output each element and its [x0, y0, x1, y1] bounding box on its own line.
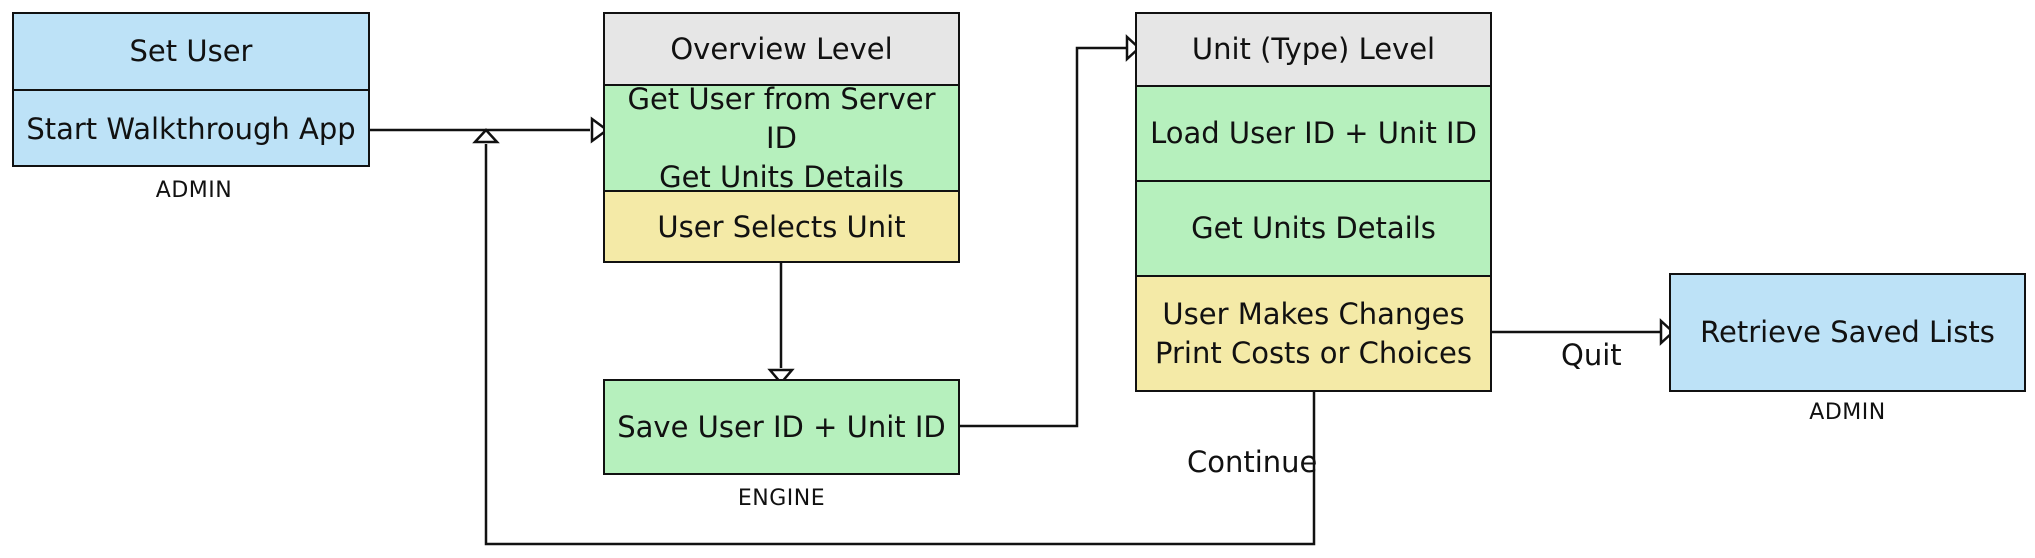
- arrow-save-to-unit: [959, 46, 1126, 428]
- user-changes-step: User Makes Changes Print Costs or Choice…: [1137, 277, 1490, 390]
- start-walkthrough-step: Start Walkthrough App: [14, 91, 368, 165]
- set-user-step: Set User: [14, 14, 368, 91]
- continue-label: Continue: [1187, 445, 1318, 479]
- overview-box: Overview Level Get User from Server ID G…: [603, 12, 960, 263]
- unit-level-header: Unit (Type) Level: [1137, 14, 1490, 87]
- admin-box: Set User Start Walkthrough App: [12, 12, 370, 167]
- retrieve-box: Retrieve Saved Lists: [1669, 273, 2026, 392]
- load-ids-step: Load User ID + Unit ID: [1137, 87, 1490, 182]
- get-user-step: Get User from Server ID Get Units Detail…: [605, 82, 958, 194]
- save-ids-step: Save User ID + Unit ID: [605, 381, 958, 473]
- get-units-details-step: Get Units Details: [1137, 182, 1490, 277]
- quit-label: Quit: [1561, 338, 1622, 372]
- arrowhead-unit: [1125, 34, 1141, 62]
- unit-level-box: Unit (Type) Level Load User ID + Unit ID…: [1135, 12, 1492, 392]
- arrow-continue-loop: [484, 144, 1316, 546]
- engine-caption: ENGINE: [737, 486, 826, 511]
- overview-header: Overview Level: [605, 14, 958, 86]
- arrowhead-overview: [590, 116, 610, 144]
- arrowhead-save: [767, 368, 795, 385]
- arrowhead-loop: [472, 128, 500, 144]
- admin-caption: ADMIN: [155, 178, 233, 203]
- retrieve-caption: ADMIN: [1809, 400, 1886, 425]
- engine-box: Save User ID + Unit ID: [603, 379, 960, 475]
- select-unit-step: User Selects Unit: [605, 192, 958, 261]
- retrieve-saved-lists-step: Retrieve Saved Lists: [1671, 275, 2024, 390]
- arrowhead-retrieve: [1659, 318, 1675, 346]
